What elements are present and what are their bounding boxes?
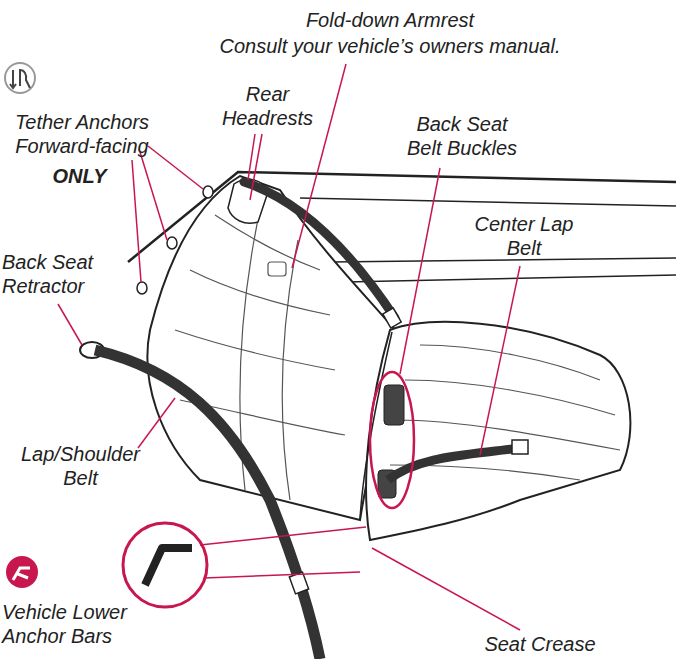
note-label: Consult your vehicle’s owners manual. — [190, 34, 590, 58]
part-label: Tether Anchors Forward-facing — [2, 110, 162, 158]
title-label: Fold-down Armrest — [240, 8, 540, 32]
part-label: Seat Crease — [470, 632, 610, 656]
part-label: Rear Headrests — [215, 82, 320, 130]
part-label: Lap/Shoulder Belt — [8, 442, 153, 490]
emphasis-label: ONLY — [42, 164, 117, 188]
part-label: Back Seat Retractor — [2, 250, 114, 298]
part-label: Back Seat Belt Buckles — [400, 112, 524, 160]
part-label: Center Lap Belt — [462, 212, 586, 260]
part-label: Vehicle Lower Anchor Bars — [2, 600, 152, 648]
